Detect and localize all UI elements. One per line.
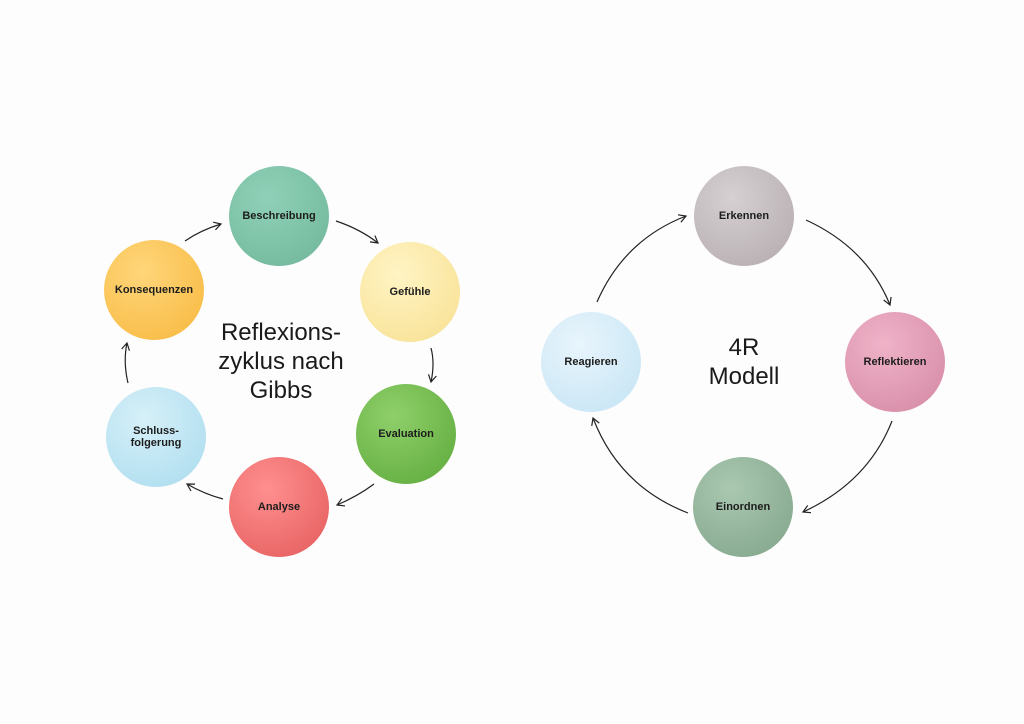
gibbs-title: Reflexions- zyklus nach Gibbs — [218, 319, 344, 404]
arrow-einordnen-to-reagieren — [591, 416, 689, 514]
model4r-title: 4R Modell — [708, 334, 780, 390]
arrow-konsequenzen-to-beschreibung — [184, 221, 223, 242]
node-label: Reflektieren — [863, 356, 927, 368]
arrow-erkennen-to-reflektieren — [805, 219, 892, 307]
node-label: Evaluation — [378, 428, 434, 440]
node-reflektieren: Reflektieren — [845, 312, 945, 412]
node-evaluation: Evaluation — [356, 384, 456, 484]
node-label: Erkennen — [718, 210, 770, 222]
node-erkennen: Erkennen — [694, 166, 794, 266]
node-konsequenzen: Konsequenzen — [104, 240, 204, 340]
node-einordnen: Einordnen — [693, 457, 793, 557]
arrow-schlussfolgerung-to-konsequenzen — [121, 341, 131, 384]
arrow-gefuehle-to-evaluation — [427, 347, 437, 384]
arrow-evaluation-to-analyse — [335, 483, 375, 507]
node-label: Beschreibung — [242, 210, 316, 222]
arrow-reflektieren-to-einordnen — [801, 420, 893, 514]
node-analyse: Analyse — [229, 457, 329, 557]
node-label: Analyse — [257, 501, 301, 513]
node-beschreibung: Beschreibung — [229, 166, 329, 266]
node-reagieren: Reagieren — [541, 312, 641, 412]
node-label: Gefühle — [389, 286, 431, 298]
arrow-reagieren-to-erkennen — [596, 214, 688, 303]
node-label: Reagieren — [564, 356, 618, 368]
arrow-beschreibung-to-gefuehle — [335, 220, 379, 244]
node-label: Konsequenzen — [114, 284, 194, 296]
node-gefuehle: Gefühle — [360, 242, 460, 342]
arrow-analyse-to-schlussfolgerung — [185, 483, 224, 500]
node-label: Einordnen — [715, 501, 771, 513]
node-schlussfolgerung: Schluss- folgerung — [106, 387, 206, 487]
node-label: Schluss- folgerung — [130, 425, 182, 449]
